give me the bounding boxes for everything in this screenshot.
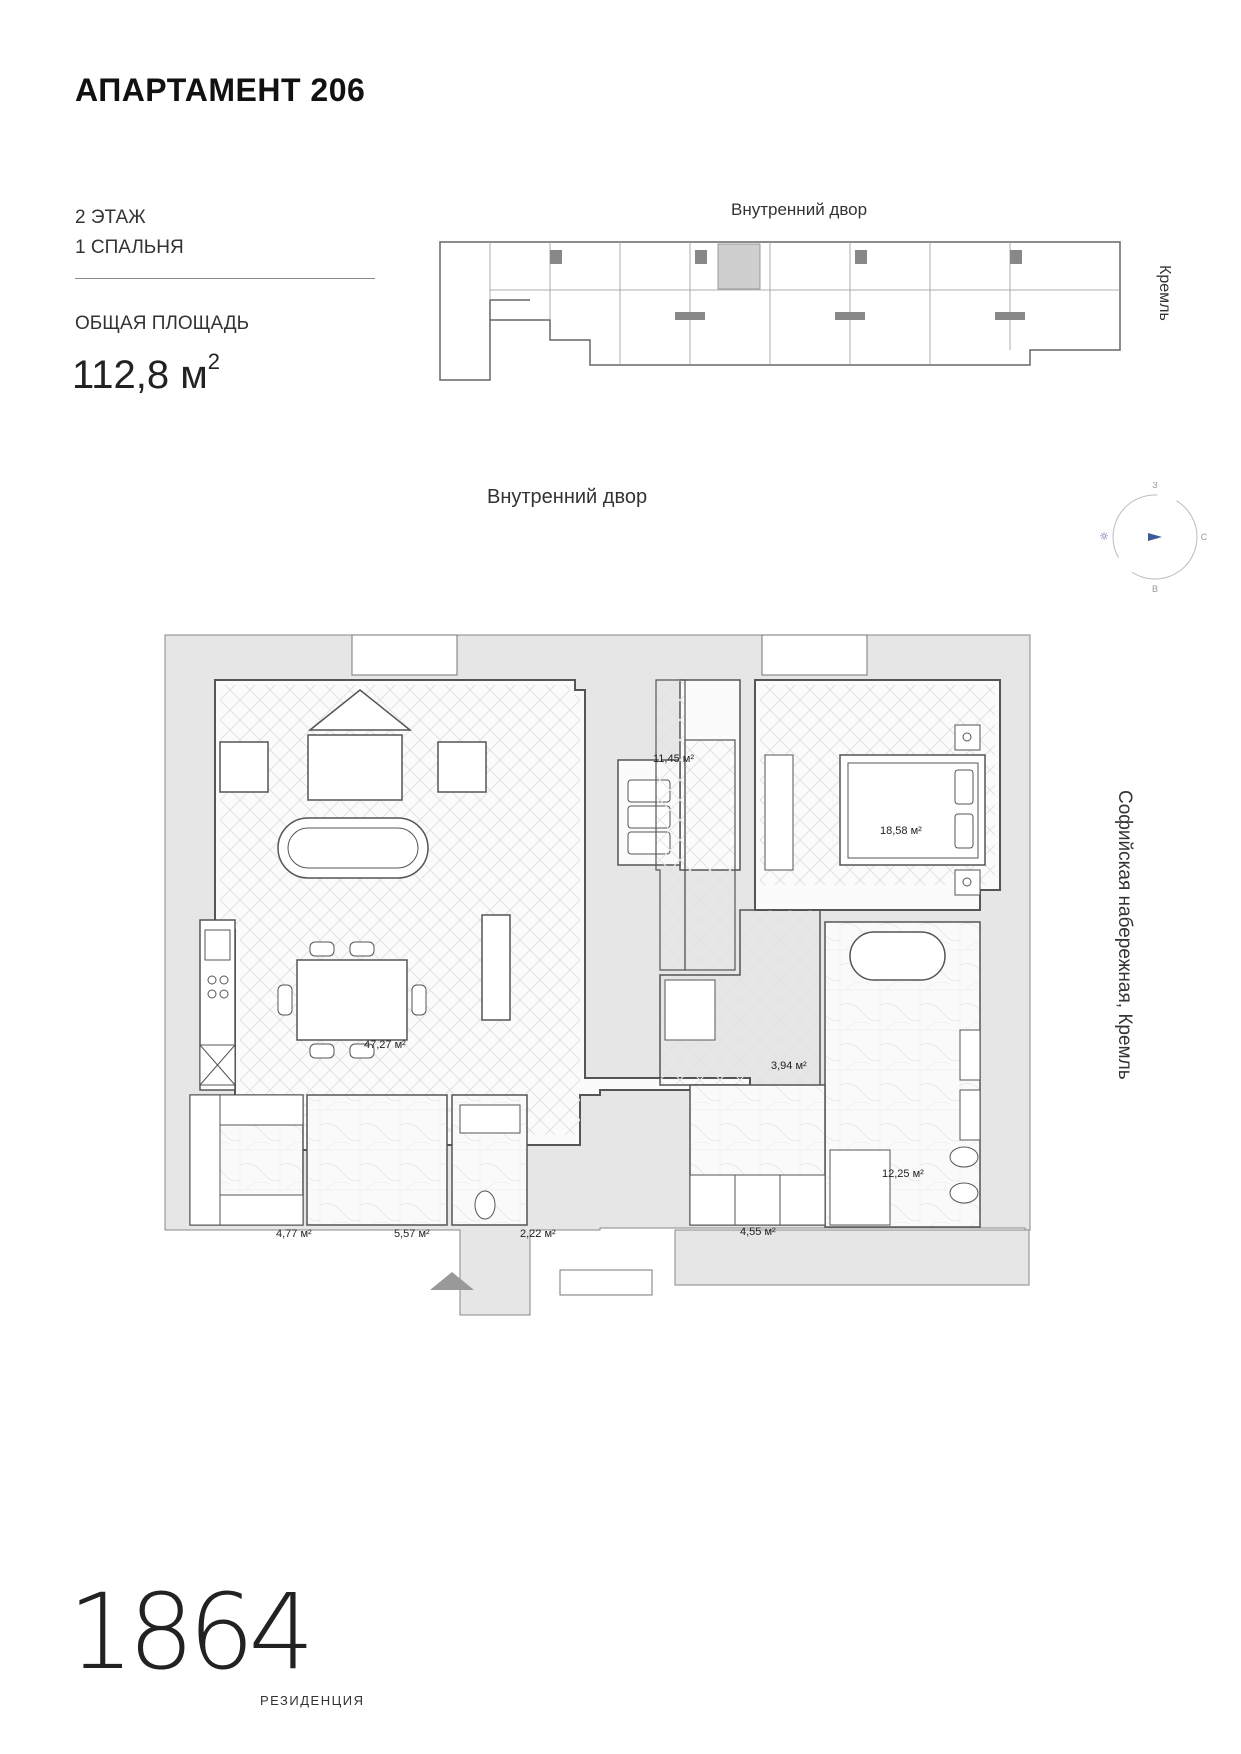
floor-plan bbox=[164, 634, 1031, 1316]
total-area-value: 112,8 м2 bbox=[72, 349, 220, 398]
brand-name: РЕЗИДЕНЦИЯ bbox=[260, 1693, 365, 1708]
room-area-hall: 3,94 м² bbox=[771, 1060, 807, 1072]
divider bbox=[75, 278, 375, 279]
area-number: 112,8 м bbox=[72, 353, 208, 397]
key-plan-diagram bbox=[439, 241, 1121, 381]
compass: З С В ☼ bbox=[1100, 482, 1208, 592]
brand-logo-digits: 1864 bbox=[68, 1571, 315, 1693]
compass-north: З bbox=[1152, 482, 1157, 490]
compass-south: В bbox=[1152, 584, 1158, 592]
room-area-wardrobe: 11,45 м² bbox=[653, 753, 694, 765]
bedroom-info: 1 СПАЛЬНЯ bbox=[75, 237, 184, 258]
street-label: Софийская набережная, Кремль bbox=[1114, 790, 1135, 1080]
room-area-bedroom: 18,58 м² bbox=[880, 825, 922, 837]
room-area-bathroom: 12,25 м² bbox=[882, 1168, 924, 1180]
compass-east: С bbox=[1201, 532, 1208, 542]
key-plan-kremlin-label: Кремль bbox=[1156, 265, 1173, 321]
area-unit-sup: 2 bbox=[207, 349, 220, 374]
floor-info: 2 ЭТАЖ bbox=[75, 207, 146, 228]
room-area-dressing: 4,77 м² bbox=[276, 1228, 312, 1240]
courtyard-label: Внутренний двор bbox=[487, 486, 648, 508]
key-plan-courtyard-label: Внутренний двор bbox=[731, 200, 868, 219]
sun-icon: ☼ bbox=[1100, 530, 1109, 543]
room-area-wc: 2,22 м² bbox=[520, 1228, 556, 1240]
room-area-entry: 5,57 м² bbox=[394, 1228, 430, 1240]
total-area-label: ОБЩАЯ ПЛОЩАДЬ bbox=[75, 313, 250, 334]
page-title: АПАРТАМЕНТ 206 bbox=[75, 72, 366, 108]
room-area-living: 47,27 м² bbox=[364, 1039, 406, 1051]
room-area-laundry: 4,55 м² bbox=[740, 1226, 776, 1238]
